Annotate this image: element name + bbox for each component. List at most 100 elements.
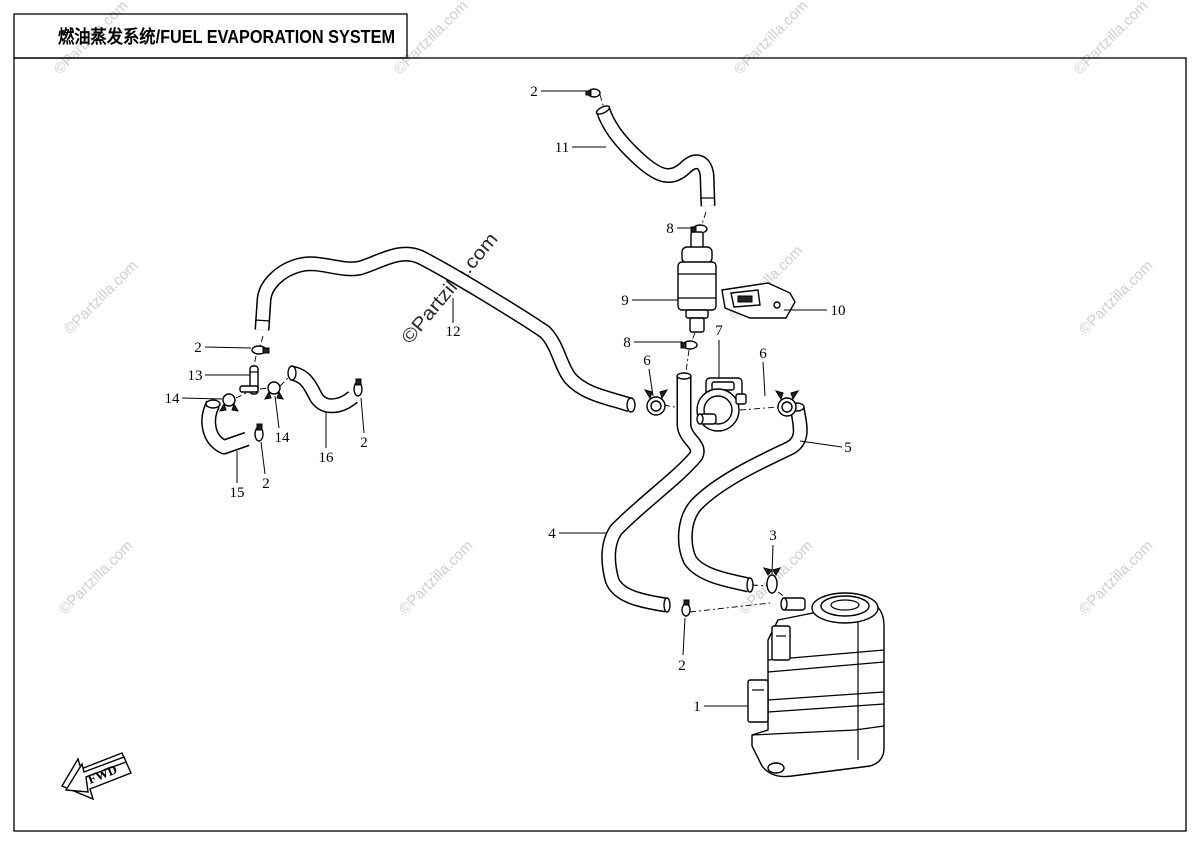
watermark-faint: ©Partzilla.com xyxy=(61,257,142,338)
clamp-ring xyxy=(766,574,778,594)
watermark-grid: ©Partzilla.com ©Partzilla.com ©Partzilla… xyxy=(51,0,1157,618)
canister-band xyxy=(767,703,885,713)
leader-line xyxy=(274,395,280,429)
clamp-6-left xyxy=(643,389,669,416)
callout-8-lower: 8 xyxy=(623,335,683,351)
hose-end xyxy=(663,597,671,613)
assembly-line xyxy=(259,387,269,390)
hose-end xyxy=(205,399,221,409)
assembly-line xyxy=(739,406,779,411)
hose-end xyxy=(595,105,611,115)
watermark-faint: ©Partzilla.com xyxy=(1076,537,1157,618)
clip-tab xyxy=(585,90,592,96)
canister-base-line xyxy=(751,725,885,736)
filter-inlet xyxy=(690,231,704,249)
callout-number: 2 xyxy=(678,658,686,674)
clamp-ring xyxy=(267,381,281,395)
clip-tab xyxy=(262,347,270,354)
clip-ring xyxy=(681,603,691,617)
clamp-14-left xyxy=(219,393,239,412)
callout-1: 1 xyxy=(693,699,748,715)
callout-2-hose-15: 2 xyxy=(260,441,270,492)
clamp-ears xyxy=(762,567,782,576)
hose-end xyxy=(676,372,692,380)
hose-11 xyxy=(595,105,716,207)
callout-number: 7 xyxy=(715,323,723,339)
callout-9: 9 xyxy=(621,293,678,309)
callout-number: 2 xyxy=(194,340,202,356)
hose-16 xyxy=(287,365,358,414)
bracket-hole xyxy=(773,301,781,309)
clip-2-hose-16 xyxy=(353,378,363,397)
callout-number: 11 xyxy=(555,140,569,156)
callout-number: 8 xyxy=(666,221,674,237)
clip-2-top xyxy=(585,88,601,98)
hose-fill xyxy=(679,406,807,591)
leader-line xyxy=(260,441,266,475)
clip-tab xyxy=(683,599,690,606)
drawing-frame: 燃油蒸发系统/FUEL EVAPORATION SYSTEM xyxy=(13,13,1187,832)
clamp-ring xyxy=(222,393,236,407)
clip-2-left-upper xyxy=(251,345,270,355)
filter-9 xyxy=(677,231,717,333)
canister-drain xyxy=(767,762,785,774)
clamp-ears xyxy=(264,390,284,400)
watermark-faint: ©Partzilla.com xyxy=(731,0,812,78)
hose-mark xyxy=(254,319,271,322)
assembly-line xyxy=(279,377,289,387)
assembly-line xyxy=(751,584,769,587)
clamp-6-right xyxy=(774,390,800,417)
leader-line xyxy=(204,346,252,349)
callout-2-left-upper: 2 xyxy=(194,340,252,356)
callout-2-top: 2 xyxy=(530,84,588,100)
canister-cap-inner xyxy=(820,595,870,617)
callout-number: 12 xyxy=(446,324,461,340)
leader-line xyxy=(360,397,365,434)
assembly-line xyxy=(663,404,691,411)
watermark-faint: ©Partzilla.com xyxy=(1071,0,1152,78)
hose-fill xyxy=(289,367,357,412)
clip-tab xyxy=(256,423,263,431)
callout-4: 4 xyxy=(548,526,607,542)
assembly-line xyxy=(235,391,249,399)
filter-collar xyxy=(681,246,713,264)
callout-number: 8 xyxy=(623,335,631,351)
hose-end xyxy=(287,365,297,381)
callout-6-right: 6 xyxy=(759,346,767,397)
filter-body xyxy=(677,261,717,311)
callout-number: 2 xyxy=(360,435,368,451)
callout-number: 13 xyxy=(188,368,203,384)
canister-cap-center xyxy=(830,599,860,611)
callouts: 2 11 8 9 10 12 8 7 xyxy=(165,84,852,715)
canister-band xyxy=(767,661,885,673)
fwd-arrow-icon: FWD xyxy=(60,752,132,801)
filter-neck xyxy=(685,309,709,319)
callout-number: 6 xyxy=(643,353,651,369)
leader-line xyxy=(799,440,843,448)
callout-6-left: 6 xyxy=(643,353,654,397)
charcoal-canister-1 xyxy=(747,592,885,778)
callout-5: 5 xyxy=(799,440,852,456)
callout-number: 2 xyxy=(262,476,270,492)
hose-end xyxy=(746,577,754,593)
hose-fill xyxy=(202,401,249,453)
callout-2-hose-16: 2 xyxy=(360,397,368,451)
bracket-slot xyxy=(737,295,753,303)
callout-number: 14 xyxy=(165,391,181,407)
callout-14-right: 14 xyxy=(274,395,290,446)
assembly-line xyxy=(685,349,690,373)
callout-3: 3 xyxy=(769,528,777,575)
leader-line xyxy=(181,397,223,400)
assembly-line xyxy=(701,211,707,225)
clamp-ears xyxy=(643,389,669,400)
diagram-title: 燃油蒸发系统/FUEL EVAPORATION SYSTEM xyxy=(58,26,395,47)
hose-4 xyxy=(601,372,705,613)
callout-2-canister: 2 xyxy=(678,617,686,674)
callout-number: 5 xyxy=(844,440,852,456)
clamp-ears xyxy=(774,390,800,401)
clip-tab xyxy=(355,378,362,386)
clip-tab xyxy=(680,342,687,349)
border xyxy=(13,57,1187,832)
clip-2-hose-15 xyxy=(254,423,264,442)
